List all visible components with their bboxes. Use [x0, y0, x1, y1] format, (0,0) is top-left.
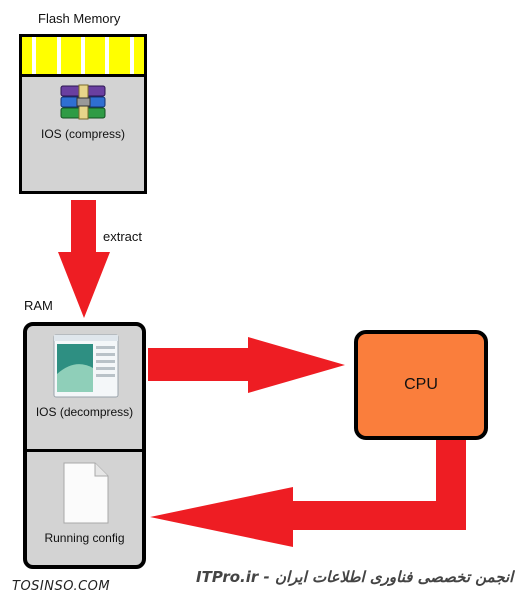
- archive-icon: [60, 84, 106, 120]
- extract-label: extract: [103, 229, 143, 244]
- extract-arrow: [58, 200, 110, 318]
- cpu-label: CPU: [404, 376, 438, 393]
- ram-box: IOS (decompress) Running config: [23, 322, 146, 569]
- flash-memory-box: IOS (compress): [19, 34, 147, 194]
- ram-title: RAM: [24, 298, 53, 313]
- flash-memory-title: Flash Memory: [38, 11, 121, 26]
- flash-pin: [129, 37, 134, 74]
- application-window-icon: [53, 334, 119, 398]
- ios-decompress-label: IOS (decompress): [35, 405, 134, 419]
- flash-pin: [56, 37, 61, 74]
- watermark-left: TOSINSO.COM: [12, 579, 111, 594]
- cpu-to-config-arrow: [150, 440, 466, 547]
- ios-compress-label: IOS (compress): [40, 127, 125, 141]
- flash-pin: [32, 37, 37, 74]
- flash-pin: [105, 37, 110, 74]
- document-icon: [63, 462, 109, 524]
- cpu-box: CPU: [354, 330, 488, 440]
- flash-pin: [80, 37, 85, 74]
- ram-to-cpu-arrow: [148, 337, 345, 393]
- running-config-label: Running config: [44, 531, 125, 545]
- ram-divider: [27, 449, 142, 452]
- flash-pins: [22, 37, 144, 77]
- watermark-right: ITPro.ir - انجمن تخصصی فناوری اطلاعات ای…: [196, 568, 514, 586]
